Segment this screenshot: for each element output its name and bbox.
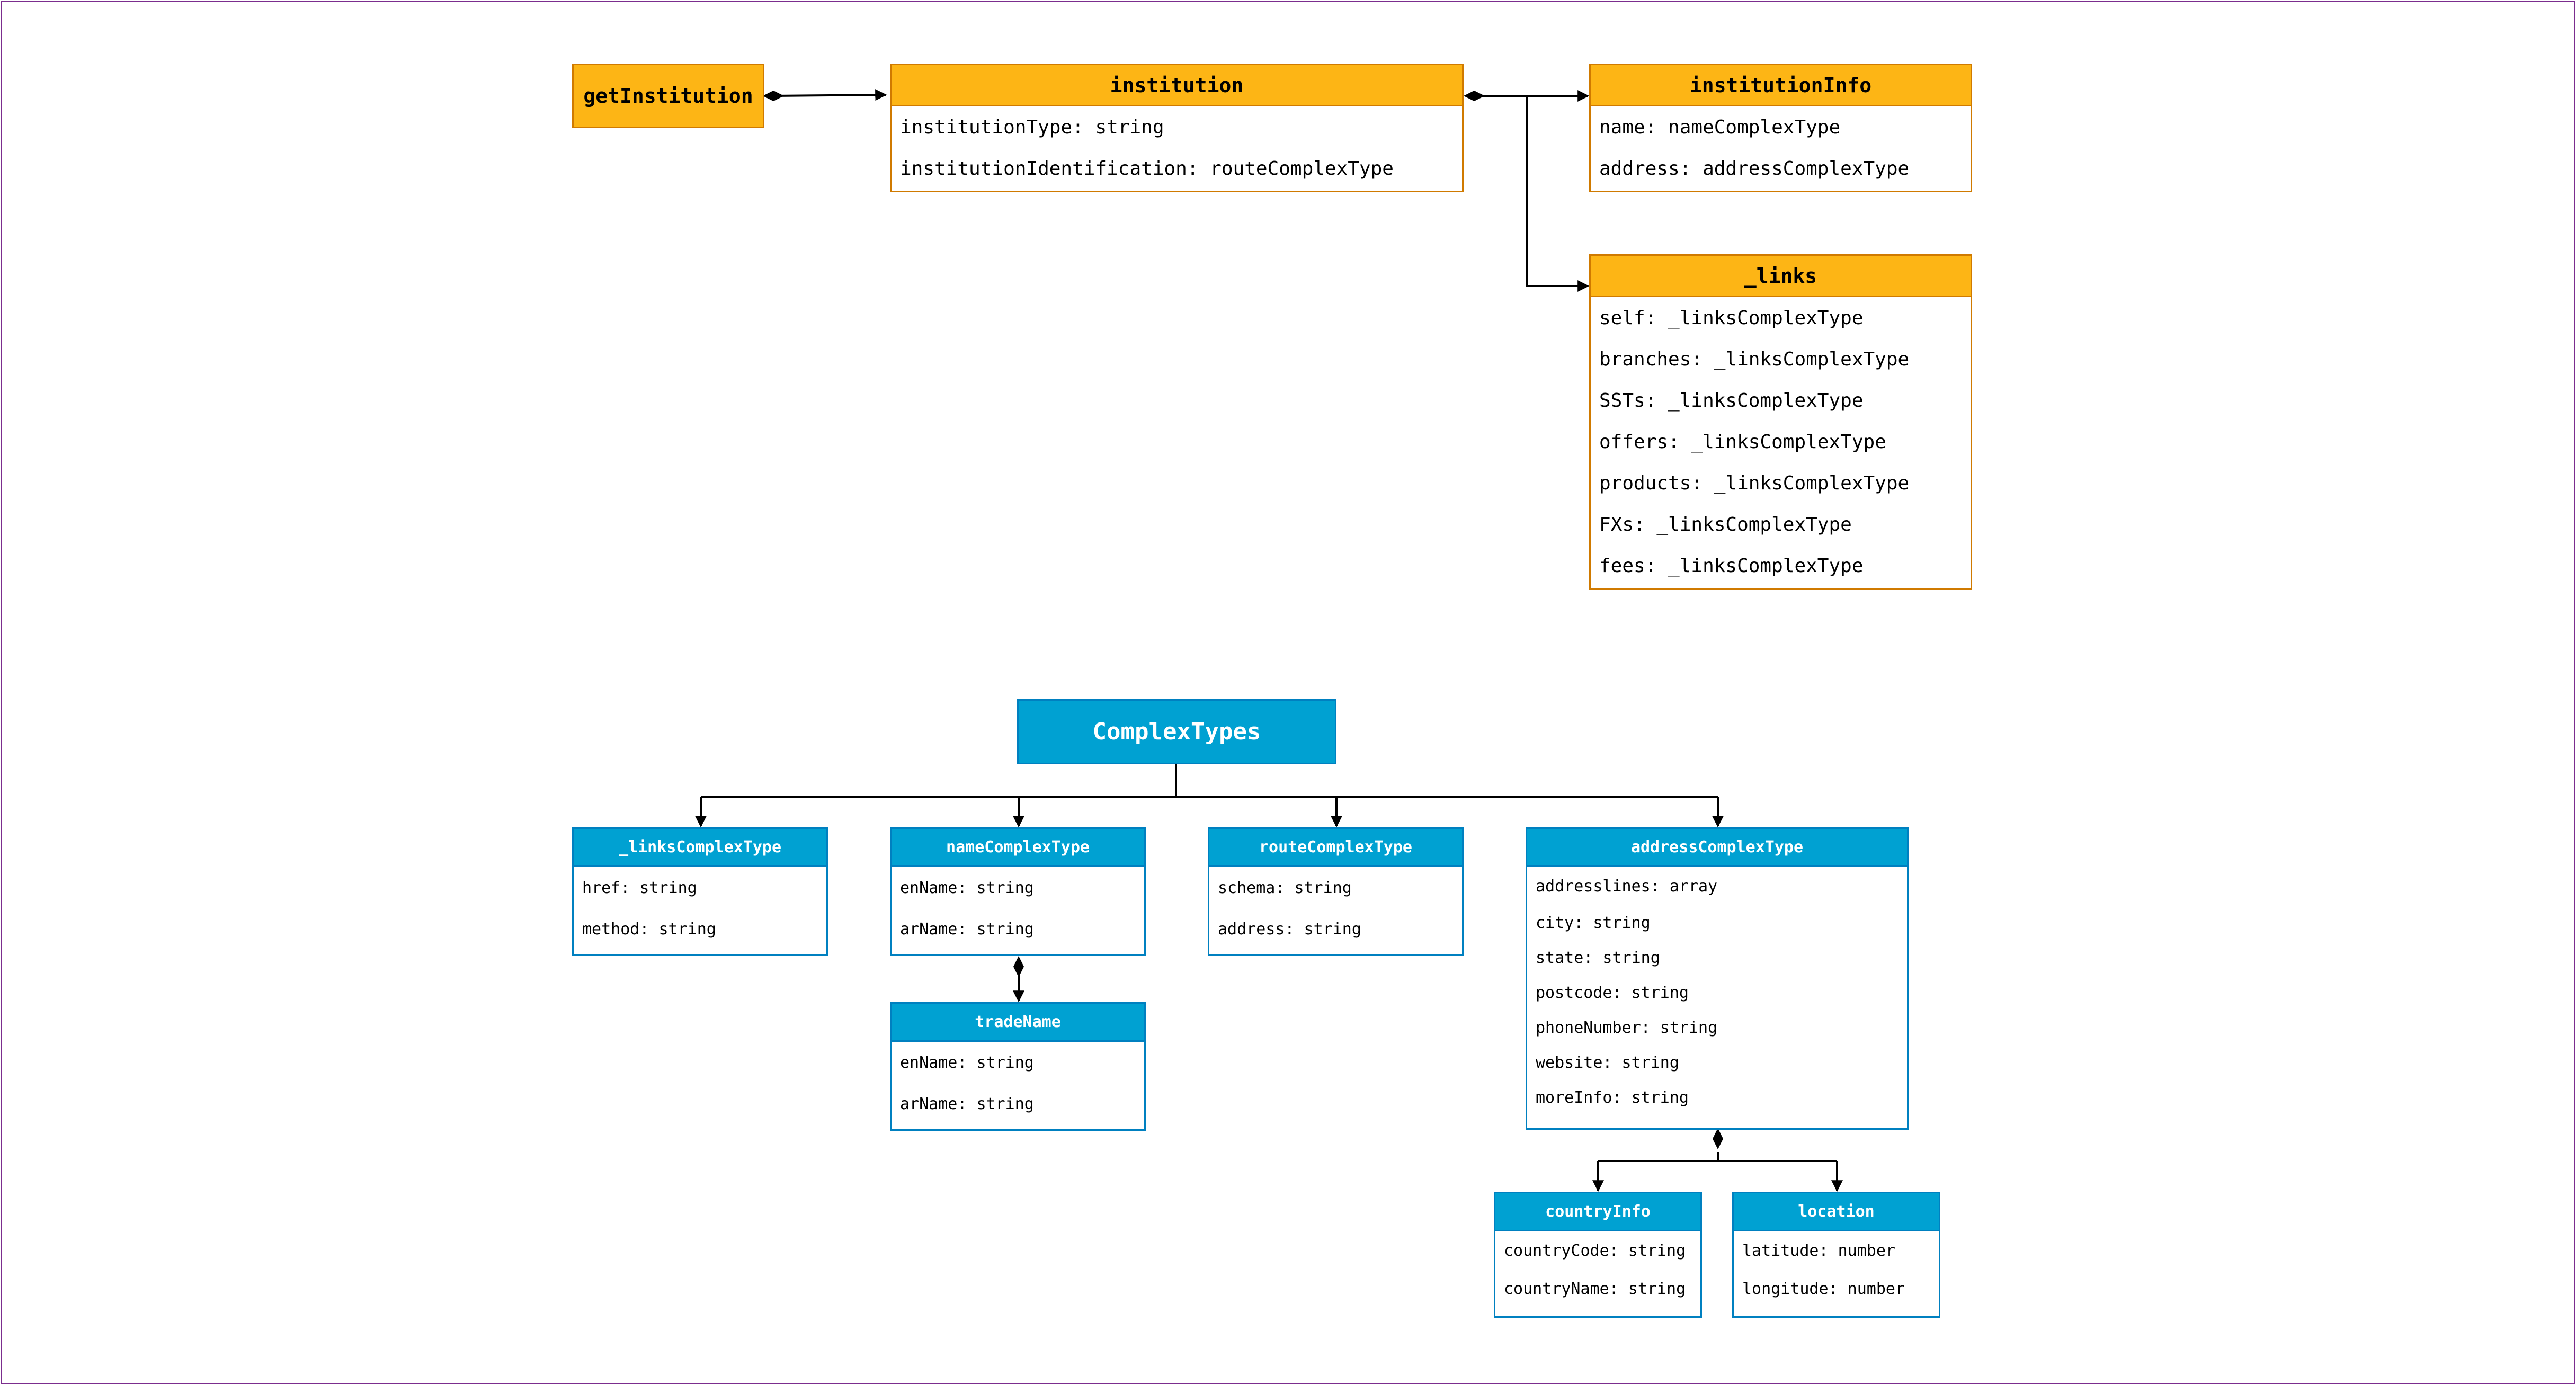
complex-types-root: ComplexTypes: [1017, 699, 1336, 764]
composition-diamond-icon: [1464, 91, 1485, 101]
composition-diamond-icon: [763, 91, 784, 101]
class-field: phoneNumber: string: [1536, 1018, 1718, 1037]
class-field: schema: string: [1218, 878, 1352, 897]
composition-diamond-icon: [1013, 956, 1024, 977]
links-class: _links self: _linksComplexType branches:…: [1589, 254, 1972, 590]
class-field: products: _linksComplexType: [1599, 472, 1910, 494]
class-field: address: addressComplexType: [1599, 157, 1910, 180]
class-field: moreInfo: string: [1536, 1088, 1689, 1107]
class-field: name: nameComplexType: [1599, 116, 1841, 138]
institution-info-class: institutionInfo name: nameComplexType ad…: [1589, 64, 1972, 192]
class-field: FXs: _linksComplexType: [1599, 513, 1852, 535]
institution-class: institution institutionType: string inst…: [890, 64, 1464, 192]
connector-get-to-institution: [773, 89, 887, 101]
class-field: fees: _linksComplexType: [1599, 555, 1864, 577]
class-field: longitude: number: [1742, 1279, 1905, 1298]
composition-diamond-icon: [1713, 1128, 1723, 1149]
class-title: countryInfo: [1495, 1193, 1700, 1231]
class-field: latitude: number: [1742, 1241, 1895, 1260]
get-institution-label: getInstitution: [583, 84, 753, 108]
class-title: tradeName: [892, 1004, 1144, 1042]
class-field: offers: _linksComplexType: [1599, 431, 1886, 453]
links-complex-type-class: _linksComplexType href: string method: s…: [572, 827, 828, 956]
class-title: institution: [892, 65, 1462, 106]
class-field: branches: _linksComplexType: [1599, 348, 1910, 370]
class-title: routeComplexType: [1209, 829, 1462, 867]
class-title: location: [1734, 1193, 1939, 1231]
class-field: city: string: [1536, 913, 1651, 932]
class-field: state: string: [1536, 948, 1660, 967]
class-title: _links: [1591, 256, 1971, 297]
class-field: arName: string: [900, 919, 1034, 939]
class-field: SSTs: _linksComplexType: [1599, 389, 1864, 412]
class-field: address: string: [1218, 919, 1361, 939]
class-title: addressComplexType: [1527, 829, 1907, 867]
class-field: institutionType: string: [900, 116, 1164, 138]
class-title: institutionInfo: [1591, 65, 1971, 106]
address-complex-type-class: addressComplexType addresslines: array c…: [1526, 827, 1909, 1130]
country-info-class: countryInfo countryCode: string countryN…: [1494, 1192, 1702, 1318]
class-field: enName: string: [900, 1053, 1034, 1072]
complex-types-title: ComplexTypes: [1092, 718, 1261, 745]
class-field: href: string: [582, 878, 697, 897]
class-field: countryName: string: [1504, 1279, 1686, 1298]
class-field: arName: string: [900, 1094, 1034, 1113]
location-class: location latitude: number longitude: num…: [1732, 1192, 1940, 1318]
class-field: postcode: string: [1536, 983, 1689, 1002]
class-field: enName: string: [900, 878, 1034, 897]
class-field: self: _linksComplexType: [1599, 307, 1864, 329]
get-institution-node: getInstitution: [572, 64, 764, 128]
name-complex-type-class: nameComplexType enName: string arName: s…: [890, 827, 1146, 956]
class-field: institutionIdentification: routeComplexT…: [900, 157, 1394, 180]
connector-institution-to-links: [1526, 96, 1590, 292]
class-title: _linksComplexType: [574, 829, 826, 867]
class-field: website: string: [1536, 1053, 1679, 1072]
class-field: addresslines: array: [1536, 877, 1718, 896]
route-complex-type-class: routeComplexType schema: string address:…: [1208, 827, 1464, 956]
class-title: nameComplexType: [892, 829, 1144, 867]
class-field: method: string: [582, 919, 716, 939]
trade-name-class: tradeName enName: string arName: string: [890, 1002, 1146, 1131]
class-field: countryCode: string: [1504, 1241, 1686, 1260]
